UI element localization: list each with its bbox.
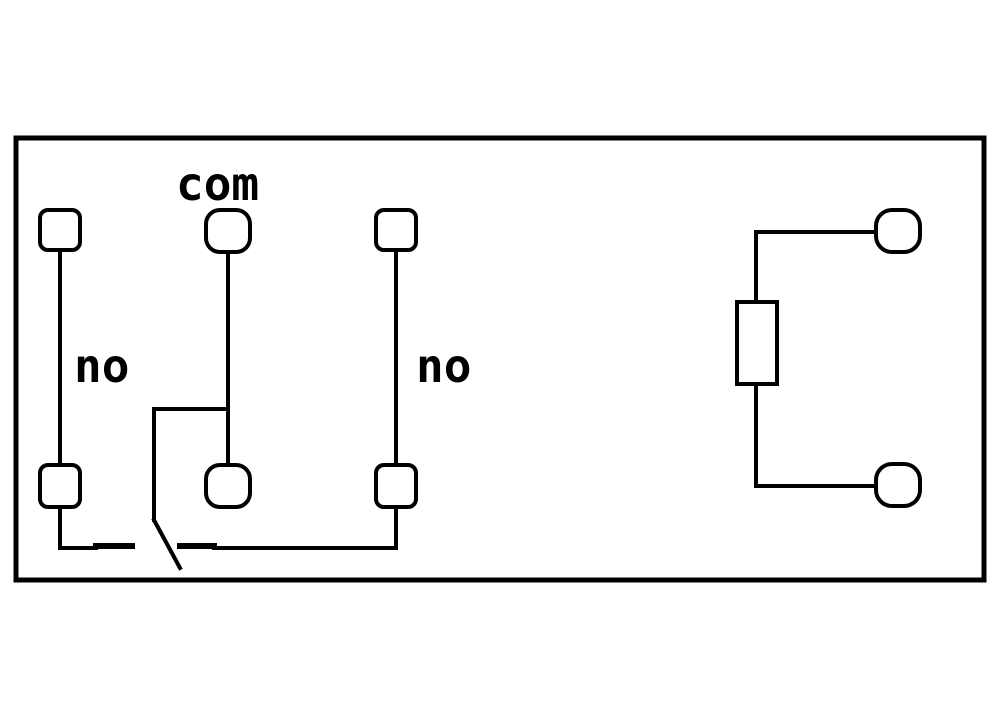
coil-resistor: [735, 300, 779, 386]
no-right-top-terminal: [374, 208, 418, 252]
com-label: com: [176, 157, 259, 211]
coil-bottom-wire: [754, 382, 878, 488]
com-top-terminal: [204, 208, 252, 254]
bottom-left-wire: [58, 506, 98, 550]
no-right-label: no: [416, 339, 471, 393]
com-bridge-wire: [152, 407, 230, 522]
com-bottom-terminal: [204, 463, 252, 509]
coil-top-wire: [754, 230, 878, 304]
no-left-top-terminal: [38, 208, 82, 252]
bottom-right-wire: [212, 504, 398, 550]
coil-bottom-terminal: [874, 462, 922, 508]
outer-frame: [13, 135, 987, 583]
no-left-bottom-terminal: [38, 463, 82, 509]
switch-blade: [151, 517, 183, 571]
no-left-label: no: [74, 339, 129, 393]
coil-section: [735, 208, 922, 508]
coil-top-terminal: [874, 208, 922, 254]
switch-section: com no no: [38, 157, 471, 571]
no-right-bottom-terminal: [374, 463, 418, 509]
